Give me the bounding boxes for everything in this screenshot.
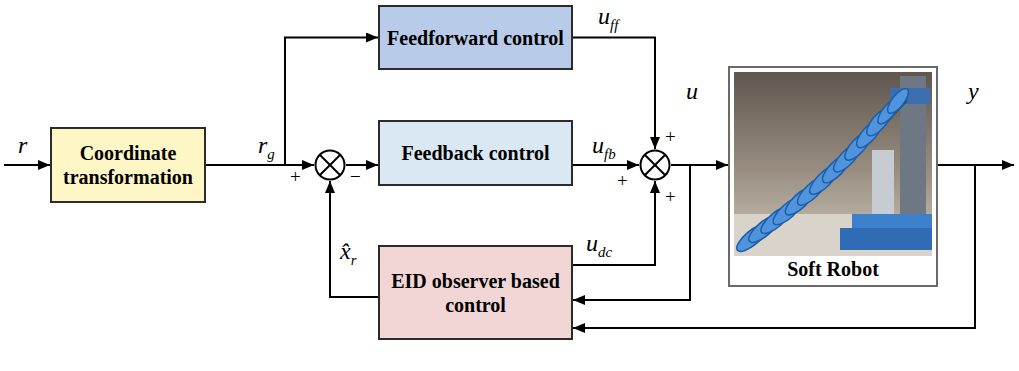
process-box: Coordinate transformation — [50, 127, 206, 203]
sign-label: + — [665, 187, 676, 206]
signal-name: uff — [596, 3, 620, 33]
summing-junction: +− — [314, 149, 346, 181]
signal-arrow — [206, 38, 378, 166]
signal-arrow — [330, 181, 378, 297]
process-box: Feedforward control — [378, 5, 573, 70]
process-box: EID observer based control — [378, 245, 573, 340]
sign-label: + — [617, 171, 628, 190]
signal-name: y — [966, 78, 981, 104]
signal-arrow — [346, 164, 378, 166]
block-label: Soft Robot — [787, 257, 879, 281]
signal-name: ufb — [590, 132, 618, 162]
signal-name: r — [16, 132, 29, 158]
block-label: Feedforward control — [387, 26, 564, 50]
block-label: EID observer based control — [386, 269, 565, 317]
input-wire — [4, 164, 50, 166]
sign-label: + — [290, 167, 301, 186]
signal-arrow — [573, 164, 639, 166]
sign-label: + — [665, 127, 676, 146]
process-box: Feedback control — [378, 120, 573, 186]
signal-name: rg — [256, 132, 277, 162]
output-wire — [975, 164, 1014, 166]
signal-name: x̂r — [338, 238, 358, 268]
signal-arrow — [573, 165, 690, 300]
block-label: Coordinate transformation — [58, 141, 198, 189]
summing-junction: +++ — [639, 149, 671, 181]
sign-label: − — [350, 167, 361, 186]
junction-symbol — [314, 149, 346, 181]
junction-symbol — [639, 149, 671, 181]
signal-arrow — [573, 165, 975, 328]
robot-photo — [733, 72, 932, 256]
signal-arrow — [573, 181, 655, 265]
block-label: Feedback control — [402, 141, 550, 165]
signal-name: u — [684, 78, 700, 104]
signal-name: udc — [584, 230, 614, 260]
robot-box: Soft Robot — [728, 66, 938, 287]
